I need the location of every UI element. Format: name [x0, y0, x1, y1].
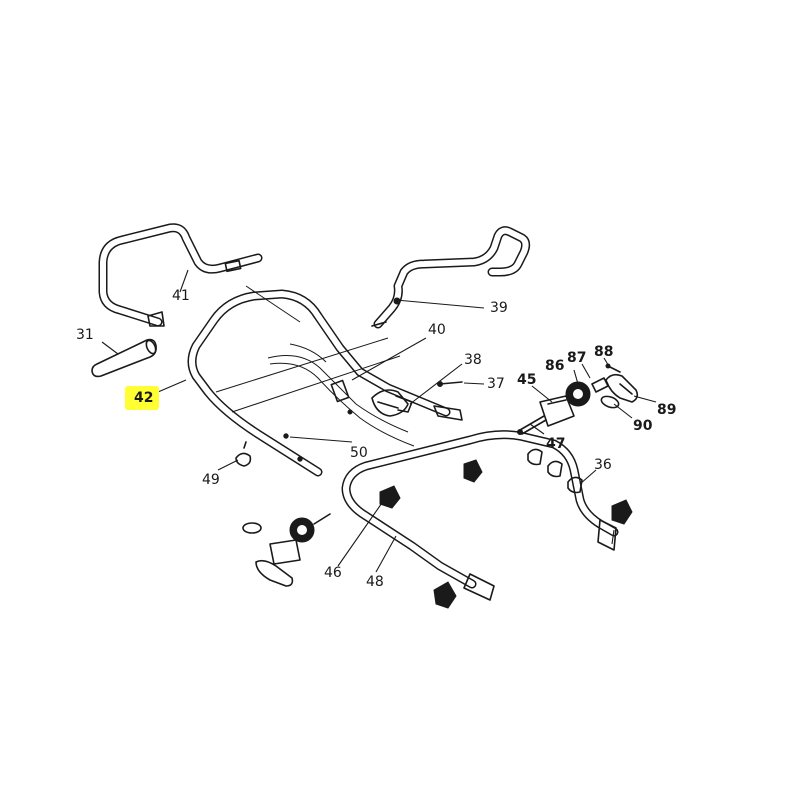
part-89-lever: [605, 373, 639, 403]
label-36: 36: [594, 457, 612, 473]
part-49-clip: [235, 441, 252, 467]
label-50: 50: [350, 445, 368, 461]
left-quick-release-assembly: [242, 513, 331, 587]
label-45: 45: [517, 372, 537, 388]
part-39-bail: [371, 226, 531, 329]
highlight-42: [125, 386, 159, 410]
label-39: 39: [490, 300, 508, 316]
label-41: 41: [172, 288, 190, 304]
part-41-control-bar: [98, 223, 263, 327]
leader-lines: [101, 269, 657, 573]
part-40-cable: [267, 343, 415, 447]
label-46: 46: [324, 565, 342, 581]
part-90-washer: [600, 395, 620, 409]
label-87: 87: [567, 350, 587, 366]
part-37-screw: [437, 381, 463, 387]
part-48-lower-handle: [341, 430, 619, 601]
part-50-screw: [283, 433, 303, 462]
part-31-grip: [91, 338, 157, 378]
label-48: 48: [366, 574, 384, 590]
label-40: 40: [428, 322, 446, 338]
label-86: 86: [545, 358, 565, 374]
label-31: 31: [76, 327, 94, 343]
label-37: 37: [487, 376, 505, 392]
label-47: 47: [546, 436, 566, 452]
part-86-ratchet-gear: [565, 381, 591, 407]
part-36-clips: [527, 448, 583, 494]
label-88: 88: [594, 344, 614, 360]
label-49: 49: [202, 472, 220, 488]
part-87-88-spring-pin: [591, 363, 621, 393]
part-45-bracket: [539, 395, 575, 427]
label-89: 89: [657, 402, 677, 418]
label-42: 42: [134, 390, 154, 406]
part-38-lever: [371, 389, 413, 417]
label-90: 90: [633, 418, 653, 434]
part-42-upper-handle: [187, 285, 463, 477]
part-46-knobs: [379, 459, 633, 609]
label-38: 38: [464, 352, 482, 368]
